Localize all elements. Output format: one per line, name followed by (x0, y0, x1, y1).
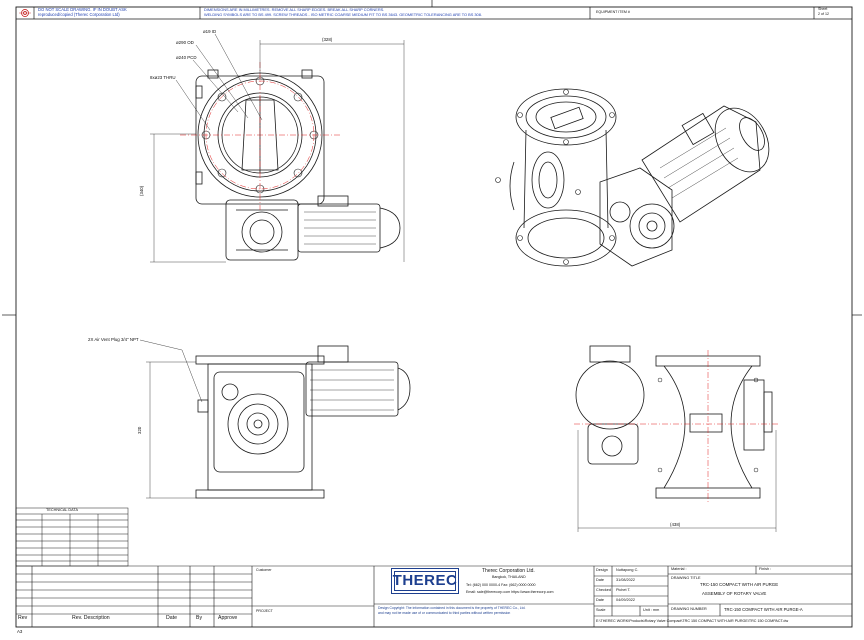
company-tel: Tel: (662) 000 0000-4 Fax: (662) 0000 00… (466, 583, 536, 587)
header-center-note-1: DIMENSIONS ARE IN MILLIMETRES. REMOVE AL… (204, 7, 385, 12)
project-label: PROJECT (256, 609, 273, 613)
company-logo: THEREC (391, 568, 459, 594)
dim-width-top: (328) (322, 37, 333, 42)
paper-size: A3 (17, 629, 23, 634)
rev-label: Rev (18, 615, 28, 621)
date2-value: 04/09/2022 (616, 598, 636, 602)
design-label: Design (596, 568, 608, 572)
date2-label: Date (596, 598, 605, 602)
drawing-number-label: DRAWING NUMBER (671, 607, 707, 611)
spec-table-grid (15, 507, 129, 567)
drawing-title-label: DRAWING TITLE (671, 576, 701, 580)
unit-label: Unit : mm (643, 608, 660, 612)
spec-table-title: TECHNICAL DATA (46, 508, 78, 512)
dim-phi-pcd: ø240 PCD (176, 55, 197, 60)
company-city: Bangkok, THAILAND (492, 575, 526, 579)
customer-label: Customer (256, 568, 272, 572)
title-block-grid (16, 565, 852, 627)
front-view (195, 345, 411, 499)
date-value: 31/08/2022 (616, 578, 636, 582)
copyright-line-2: and may not be made use of or communicat… (378, 611, 511, 615)
sheet-label: Sheet (818, 7, 828, 11)
dim-height-front: 320 (137, 426, 142, 434)
dim-air-vent: 2X Air Vent Plug 3/4" NPT (88, 337, 139, 342)
rev-by-label: By (196, 615, 203, 621)
header-note-1: DO NOT SCALE DRAWING. IF IN DOUBT ASK (38, 7, 127, 12)
header-note-2: reproduced/copied (Therec Corporation Lt… (38, 12, 120, 17)
date-label: Date (596, 578, 605, 582)
rev-approve-label: Approve (218, 615, 238, 621)
dim-height-left: (340) (139, 185, 144, 196)
drawing-title-1: TRC-150 COMPACT WITH AIR PURGE (700, 582, 779, 587)
finish-label: Finish : (759, 567, 772, 571)
isometric-view (495, 88, 770, 267)
dim-phi-od: ø290 OD (176, 40, 194, 45)
top-view (195, 69, 401, 261)
header-center-note-2: WELDING SYMBOLS ARE TO BS 499. SCREW THR… (204, 12, 482, 17)
dim-phi-top: ø19 ID (203, 29, 217, 34)
dim-width-side: (438) (670, 522, 681, 527)
file-path: E:\THEREC WORK\Products\Rotary Valve Com… (596, 619, 789, 623)
drawing-border (15, 6, 853, 628)
dim-holes: 8xø23 THRU (150, 75, 176, 80)
equipment-label: EQUIPMENT ITEM # (596, 10, 630, 14)
company-email: Email: sale@therecorp.com https://www.th… (466, 590, 554, 594)
company-name: Therec Corporation Ltd. (482, 568, 535, 574)
rev-date-label: Date (166, 615, 177, 621)
copyright-line-1: Design Copyright: The information contai… (378, 606, 526, 610)
sheet-value: 2 of 12 (818, 12, 829, 16)
scale-label: Scale (596, 608, 606, 612)
drawing-number: TRC-150 COMPACT WITH AIR PURGE-A (724, 607, 803, 612)
drawing-title-2: ASSEMBLY OF ROTARY VALVE (702, 591, 767, 596)
rev-desc-label: Rev. Description (72, 615, 110, 621)
side-view (575, 345, 773, 499)
checked-value: Pichet T. (616, 588, 631, 592)
material-label: Material : (671, 567, 687, 571)
design-value: Nuttapong C. (616, 568, 639, 572)
checked-label: Checked (596, 588, 611, 592)
